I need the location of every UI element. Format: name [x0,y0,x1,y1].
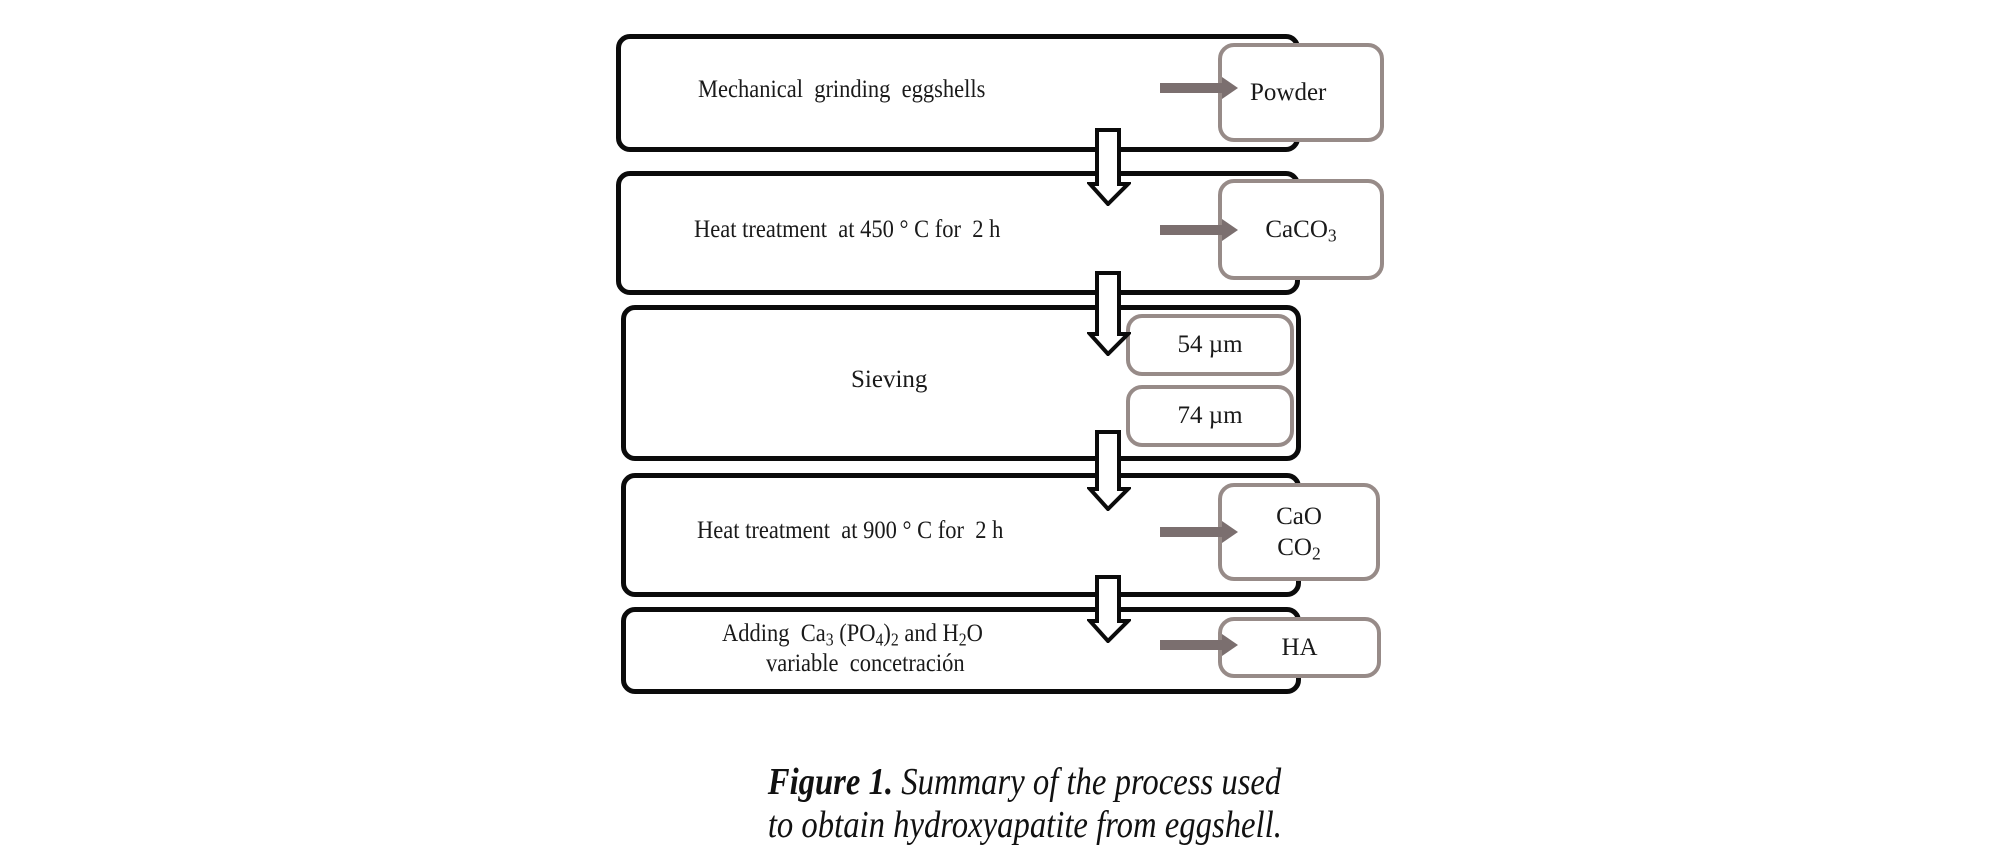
output-label-caco3: CaCO3 [1265,214,1336,245]
text-fragment: Adding Ca [722,620,826,647]
output-box-cao-co2: CaO CO2 [1218,483,1380,581]
arrow-down-icon [1087,430,1131,511]
figure-caption-line1: Figure 1. Summary of the process used [0,716,2000,804]
text-fragment: (PO [833,620,876,647]
subscript: 2 [1311,543,1321,564]
text-fragment: O [966,620,983,647]
subscript: 2 [958,629,967,650]
caption-text: Summary of the process used [893,761,1282,803]
step-label-heat-900: Heat treatment at 900 ° C for 2 h [697,517,1004,544]
step-label-adding-line1: Adding Ca3 (PO4)2 and H2O [722,620,983,648]
figure-caption-line2: to obtain hydroxyapatite from eggshell. [0,759,2000,847]
output-box-ha: HA [1218,617,1381,678]
text-fragment: CaCO [1265,215,1328,243]
output-label-cao: CaO [1276,502,1322,530]
output-box-74um: 74 µm [1126,385,1294,447]
output-box-caco3: CaCO3 [1218,179,1384,280]
step-label-heat-450: Heat treatment at 450 ° C for 2 h [694,216,1001,243]
step-box-adding-reagents [621,607,1301,694]
output-box-powder: Powder [1218,43,1384,142]
text-fragment: ) [883,620,891,647]
output-label-74um: 74 µm [1177,402,1243,430]
arrow-right-icon [1160,521,1238,543]
caption-text: to obtain hydroxyapatite from eggshell. [767,804,1282,846]
arrow-right-icon [1160,219,1238,241]
step-label-adding-line2: variable concetración [766,650,965,677]
step-label-mechanical-grinding: Mechanical grinding eggshells [698,76,986,103]
arrow-right-icon [1160,77,1238,99]
text-fragment: and H [898,620,959,647]
figure-number: Figure 1. [767,761,894,803]
arrow-down-icon [1087,575,1131,643]
arrow-down-icon [1087,128,1131,206]
subscript: 2 [890,629,899,650]
text-fragment: CO [1277,534,1312,561]
output-box-54um: 54 µm [1126,314,1294,376]
subscript: 3 [1327,225,1337,246]
arrow-down-icon [1087,271,1131,356]
arrow-right-icon [1160,634,1238,656]
output-label-powder: Powder [1250,78,1327,106]
subscript: 3 [825,629,834,650]
output-label-54um: 54 µm [1177,331,1243,359]
output-label-co2: CO2 [1277,532,1320,563]
step-label-sieving: Sieving [851,366,928,393]
subscript: 4 [875,629,884,650]
output-label-ha: HA [1281,633,1318,661]
